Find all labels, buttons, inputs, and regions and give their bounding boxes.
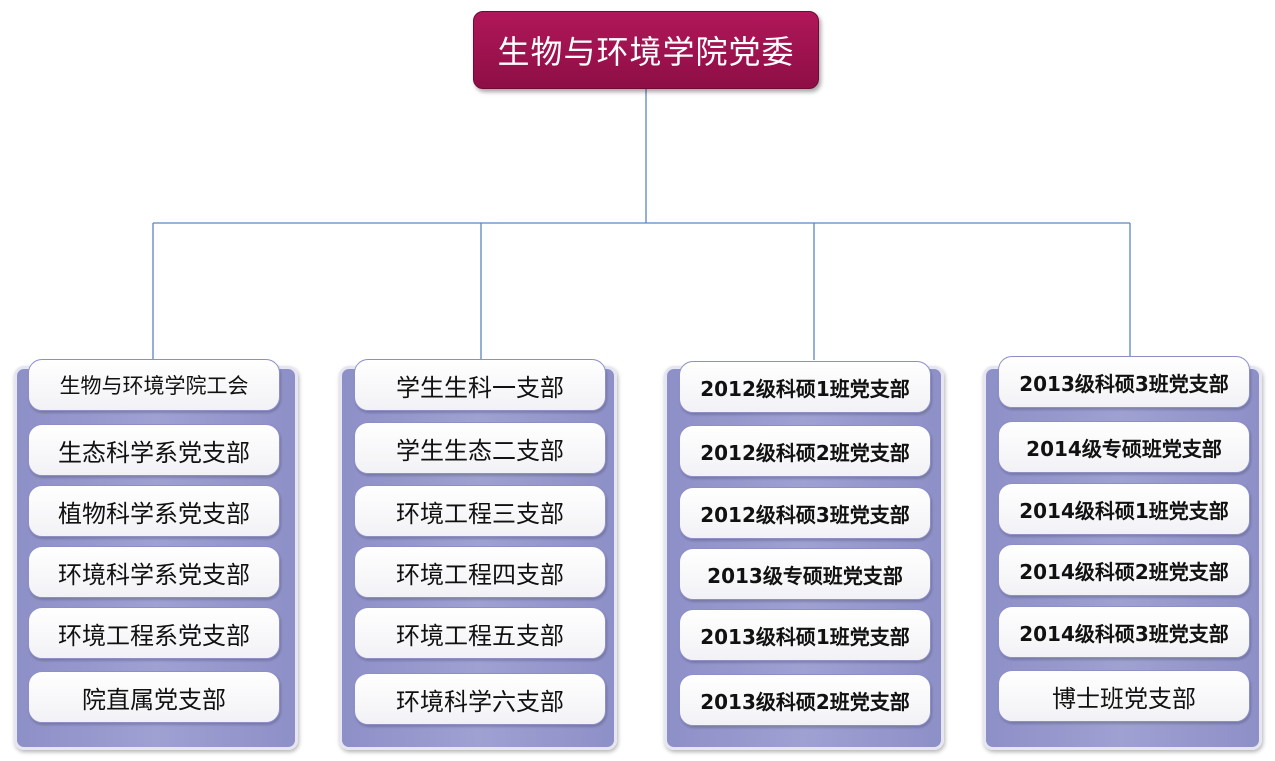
branch-node[interactable]: 2013级科硕2班党支部 bbox=[679, 674, 931, 726]
branch-node[interactable]: 2012级科硕1班党支部 bbox=[679, 361, 931, 413]
branch-node-label: 环境工程四支部 bbox=[396, 560, 564, 589]
branch-node[interactable]: 学生生态二支部 bbox=[354, 422, 606, 474]
branch-node-label: 环境工程五支部 bbox=[396, 621, 564, 650]
branch-node-label: 学生生态二支部 bbox=[396, 436, 564, 465]
branch-node-label: 2013级科硕3班党支部 bbox=[1019, 371, 1229, 396]
branch-node-label: 院直属党支部 bbox=[82, 685, 226, 714]
branch-node-label: 2013级专硕班党支部 bbox=[707, 563, 903, 588]
branch-node[interactable]: 院直属党支部 bbox=[28, 671, 280, 723]
branch-node-label: 博士班党支部 bbox=[1052, 684, 1196, 713]
root-node[interactable]: 生物与环境学院党委 bbox=[473, 11, 819, 89]
branch-node-label: 2014级专硕班党支部 bbox=[1026, 436, 1222, 461]
branch-node[interactable]: 生物与环境学院工会 bbox=[28, 359, 280, 411]
branch-node[interactable]: 生态科学系党支部 bbox=[28, 424, 280, 476]
branch-node[interactable]: 环境工程五支部 bbox=[354, 607, 606, 659]
branch-node[interactable]: 2013级科硕3班党支部 bbox=[998, 356, 1250, 408]
branch-node-label: 植物科学系党支部 bbox=[58, 499, 250, 528]
branch-node-label: 2013级科硕1班党支部 bbox=[700, 624, 910, 649]
branch-node[interactable]: 2012级科硕3班党支部 bbox=[679, 487, 931, 539]
branch-node[interactable]: 环境工程系党支部 bbox=[28, 607, 280, 659]
root-title: 生物与环境学院党委 bbox=[497, 33, 795, 71]
branch-node-label: 环境科学系党支部 bbox=[58, 560, 250, 589]
branch-node[interactable]: 2013级科硕1班党支部 bbox=[679, 609, 931, 661]
branch-node[interactable]: 环境工程三支部 bbox=[354, 485, 606, 537]
branch-node[interactable]: 2014级专硕班党支部 bbox=[998, 421, 1250, 473]
branch-node-label: 学生生科一支部 bbox=[396, 373, 564, 402]
branch-node[interactable]: 2012级科硕2班党支部 bbox=[679, 425, 931, 477]
branch-node[interactable]: 博士班党支部 bbox=[998, 670, 1250, 722]
branch-node[interactable]: 环境科学系党支部 bbox=[28, 546, 280, 598]
branch-node[interactable]: 2014级科硕2班党支部 bbox=[998, 544, 1250, 596]
branch-node-label: 环境科学六支部 bbox=[396, 687, 564, 716]
branch-node-label: 2014级科硕3班党支部 bbox=[1019, 621, 1229, 646]
branch-node-label: 2014级科硕1班党支部 bbox=[1019, 498, 1229, 523]
branch-node-label: 生物与环境学院工会 bbox=[59, 374, 249, 398]
branch-node[interactable]: 植物科学系党支部 bbox=[28, 485, 280, 537]
branch-node[interactable]: 环境科学六支部 bbox=[354, 673, 606, 725]
branch-node-label: 2012级科硕1班党支部 bbox=[700, 376, 910, 401]
branch-node[interactable]: 2014级科硕1班党支部 bbox=[998, 483, 1250, 535]
branch-node-label: 环境工程系党支部 bbox=[58, 621, 250, 650]
branch-node-label: 2013级科硕2班党支部 bbox=[700, 689, 910, 714]
branch-node-label: 环境工程三支部 bbox=[396, 499, 564, 528]
branch-node-label: 2014级科硕2班党支部 bbox=[1019, 559, 1229, 584]
branch-node-label: 2012级科硕2班党支部 bbox=[700, 440, 910, 465]
branch-node[interactable]: 2014级科硕3班党支部 bbox=[998, 606, 1250, 658]
branch-node[interactable]: 学生生科一支部 bbox=[354, 359, 606, 411]
branch-node[interactable]: 2013级专硕班党支部 bbox=[679, 548, 931, 600]
branch-node-label: 生态科学系党支部 bbox=[58, 438, 250, 467]
branch-node-label: 2012级科硕3班党支部 bbox=[700, 502, 910, 527]
branch-node[interactable]: 环境工程四支部 bbox=[354, 546, 606, 598]
